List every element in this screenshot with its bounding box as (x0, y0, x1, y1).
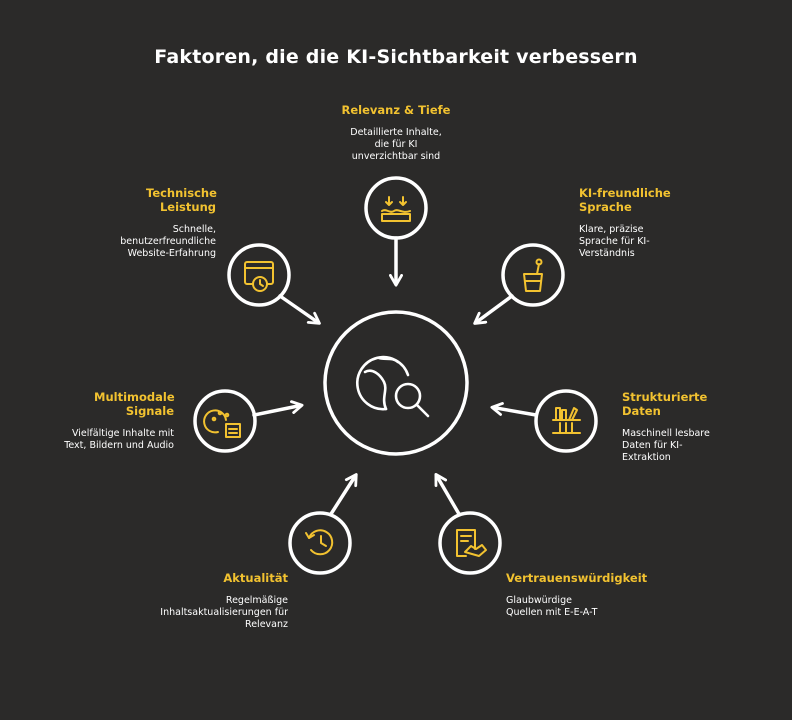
factor-technische-leistung: Technische Leistung Schnelle, benutzerfr… (106, 186, 217, 260)
factor-description: Regelmäßige Inhaltsaktualisierungen für … (160, 595, 288, 630)
spoke-technische-leistung (227, 243, 321, 325)
palette-document-icon (203, 409, 241, 438)
bookshelf-icon (552, 407, 581, 434)
factor-vertrauen: Vertrauenswürdigkeit Glaubwürdige Quelle… (506, 571, 656, 619)
factor-description: Klare, präzise Sprache für KI-Verständni… (579, 224, 650, 259)
factor-title: KI-freundliche Sprache (579, 186, 671, 214)
spoke-vertrauen (434, 472, 502, 575)
factor-description: Glaubwürdige Quellen mit E-E-A-T (506, 595, 598, 618)
spoke-ki-sprache (473, 243, 565, 325)
factor-title: Relevanz & Tiefe (341, 103, 451, 117)
center-hub (323, 310, 469, 456)
factor-title: Aktualität (223, 571, 288, 585)
factor-relevanz: Relevanz & Tiefe Detaillierte Inhalte, d… (316, 103, 476, 163)
factor-description: Detaillierte Inhalte, die für KI unverzi… (350, 127, 442, 162)
spoke-strukturierte-daten (490, 389, 598, 453)
history-clock-icon (305, 529, 334, 556)
factor-title: Technische Leistung (146, 186, 217, 214)
factor-ki-sprache: KI-freundliche Sprache Klare, präzise Sp… (579, 186, 684, 260)
factor-title: Vertrauenswürdigkeit (506, 571, 648, 585)
spoke-relevanz (364, 176, 428, 287)
factor-title: Multimodale Signale (94, 390, 175, 418)
globe-search-icon (356, 355, 430, 418)
factor-aktualitaet: Aktualität Regelmäßige Inhaltsaktualisie… (158, 571, 288, 631)
factor-description: Maschinell lesbare Daten für KI-Extrakti… (622, 428, 710, 463)
factor-title: Strukturierte Daten (622, 390, 708, 418)
browser-stopwatch-icon (244, 261, 274, 292)
spoke-multimodal (193, 389, 304, 453)
factor-multimodal: Multimodale Signale Vielfältige Inhalte … (64, 390, 174, 452)
spoke-aktualitaet (288, 473, 358, 575)
contract-handshake-icon (456, 529, 487, 557)
layers-download-icon (381, 196, 411, 222)
glass-drink-icon (523, 258, 543, 292)
factor-description: Schnelle, benutzerfreundliche Website-Er… (120, 224, 216, 259)
factor-strukturierte-daten: Strukturierte Daten Maschinell lesbare D… (622, 390, 722, 464)
factor-description: Vielfältige Inhalte mit Text, Bildern un… (64, 428, 174, 451)
page-title: Faktoren, die die KI-Sichtbarkeit verbes… (154, 46, 638, 68)
